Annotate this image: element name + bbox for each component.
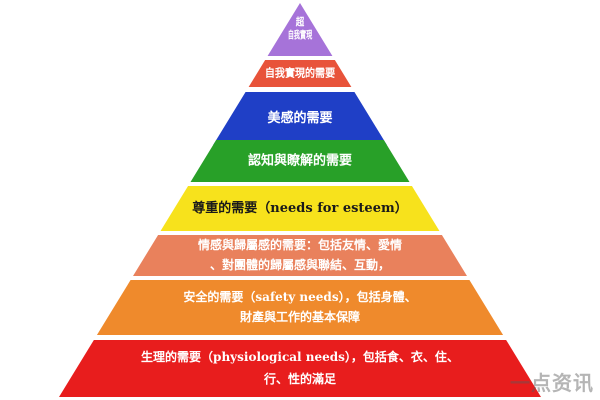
watermark: 一点资讯 <box>510 371 594 395</box>
tier-7-label-line-2: 財產與工作的基本保障 <box>239 309 360 324</box>
tier-1-label-line-2: 自我實現 <box>288 29 312 42</box>
tier-5-label-line-1: 尊重的需要（needs for esteem） <box>192 200 407 216</box>
pyramid-tier-8 <box>59 340 541 397</box>
pyramid-tier-4 <box>190 140 410 182</box>
pyramid-tier-6 <box>133 235 467 276</box>
pyramid-tier-7 <box>96 280 504 335</box>
tier-6-label-line-1: 情感與歸屬感的需要：包括友情、愛情 <box>198 237 402 252</box>
tier-6-label-line-2: 、對團體的歸屬感與聯結、互動， <box>210 257 390 272</box>
pyramid-tier-3 <box>213 92 387 145</box>
tier-2-label-line-1: 自我實現的需要 <box>265 66 335 80</box>
pyramid-tier-1 <box>267 3 333 56</box>
pyramid-tier-5 <box>160 186 440 231</box>
tier-8-label-line-2: 行、性的滿足 <box>263 371 336 386</box>
tier-7-label-line-1: 安全的需要（safety needs），包括身體、 <box>183 289 416 304</box>
tier-8-label-line-1: 生理的需要（physiological needs），包括食、衣、住、 <box>141 349 459 364</box>
tier-4-label-line-1: 認知與瞭解的需要 <box>248 153 352 169</box>
tier-3-label-line-1: 美感的需要 <box>267 110 332 126</box>
tier-1-label-line-1: 超 <box>295 16 305 29</box>
pyramid-tier-2 <box>248 60 352 87</box>
